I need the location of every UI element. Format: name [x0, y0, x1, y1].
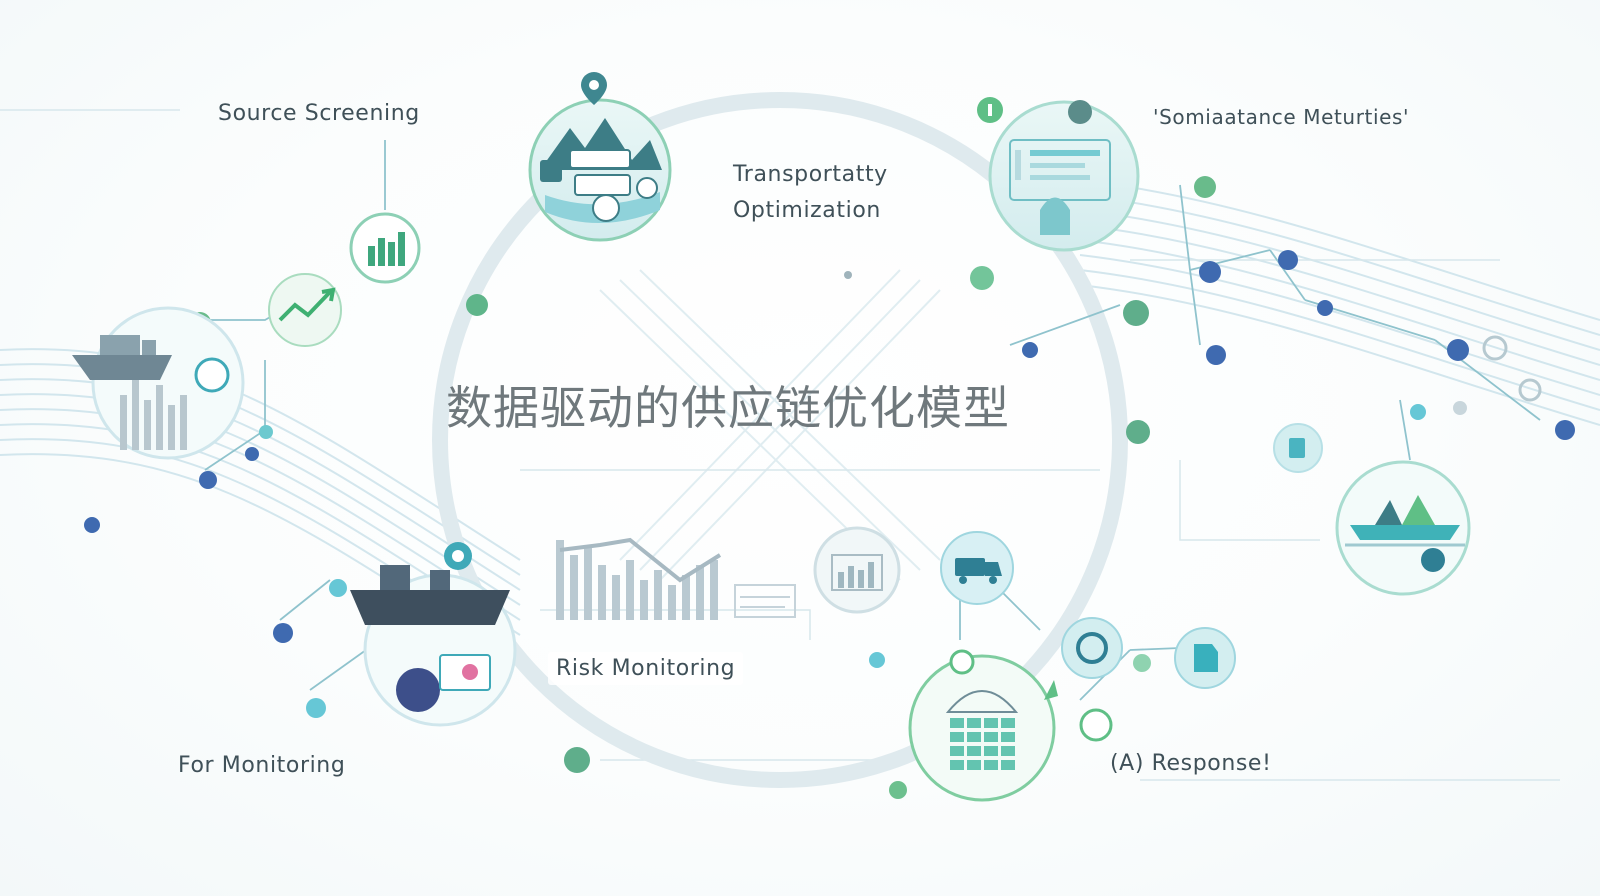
network-dots: [84, 176, 1575, 799]
ship-chart-icon: [72, 306, 245, 460]
response-label: (A) Response!: [1110, 751, 1272, 776]
gear-icon: [1453, 335, 1542, 415]
source-screening-label: Source Screening: [218, 101, 420, 126]
leaf-badge-icon: [1044, 680, 1113, 742]
map-pin-icon: [581, 72, 607, 105]
bar-chart-small-icon: [813, 526, 901, 614]
transport-optimization-label: Transportatty Optimization: [733, 157, 888, 229]
document-icon: [1174, 627, 1236, 689]
headset-icon: [1061, 617, 1123, 679]
diagonal-cross-lines: [599, 269, 941, 581]
diagram-title: 数据驱动的供应链优化模型: [446, 381, 1010, 435]
risk-monitoring-label: Risk Monitoring: [548, 652, 744, 685]
for-monitoring-label: For Monitoring: [178, 753, 346, 778]
risk-bar-chart-graphic: [556, 537, 796, 620]
warehouse-dome-icon: [908, 649, 1056, 802]
sailing-fleet-icon: [1335, 460, 1471, 596]
flow-lines-right: [1079, 179, 1600, 426]
factory-ship-icon: [350, 542, 517, 727]
transport-label-line2: Optimization: [733, 198, 881, 223]
somiaatance-label: 'Somiaatance Meturties': [1153, 105, 1410, 129]
central-ring: [432, 92, 1128, 788]
plane-icon: [1273, 423, 1323, 473]
trend-arrow-icon: [268, 273, 342, 347]
truck-icon: [940, 531, 1014, 605]
info-badge-icon: [977, 97, 1003, 123]
dashboard-dome-icon: [988, 100, 1140, 252]
mountain-dashboard-icon: [528, 98, 672, 242]
bar-chart-icon: [349, 212, 421, 284]
transport-label-line1: Transportatty: [733, 162, 888, 187]
